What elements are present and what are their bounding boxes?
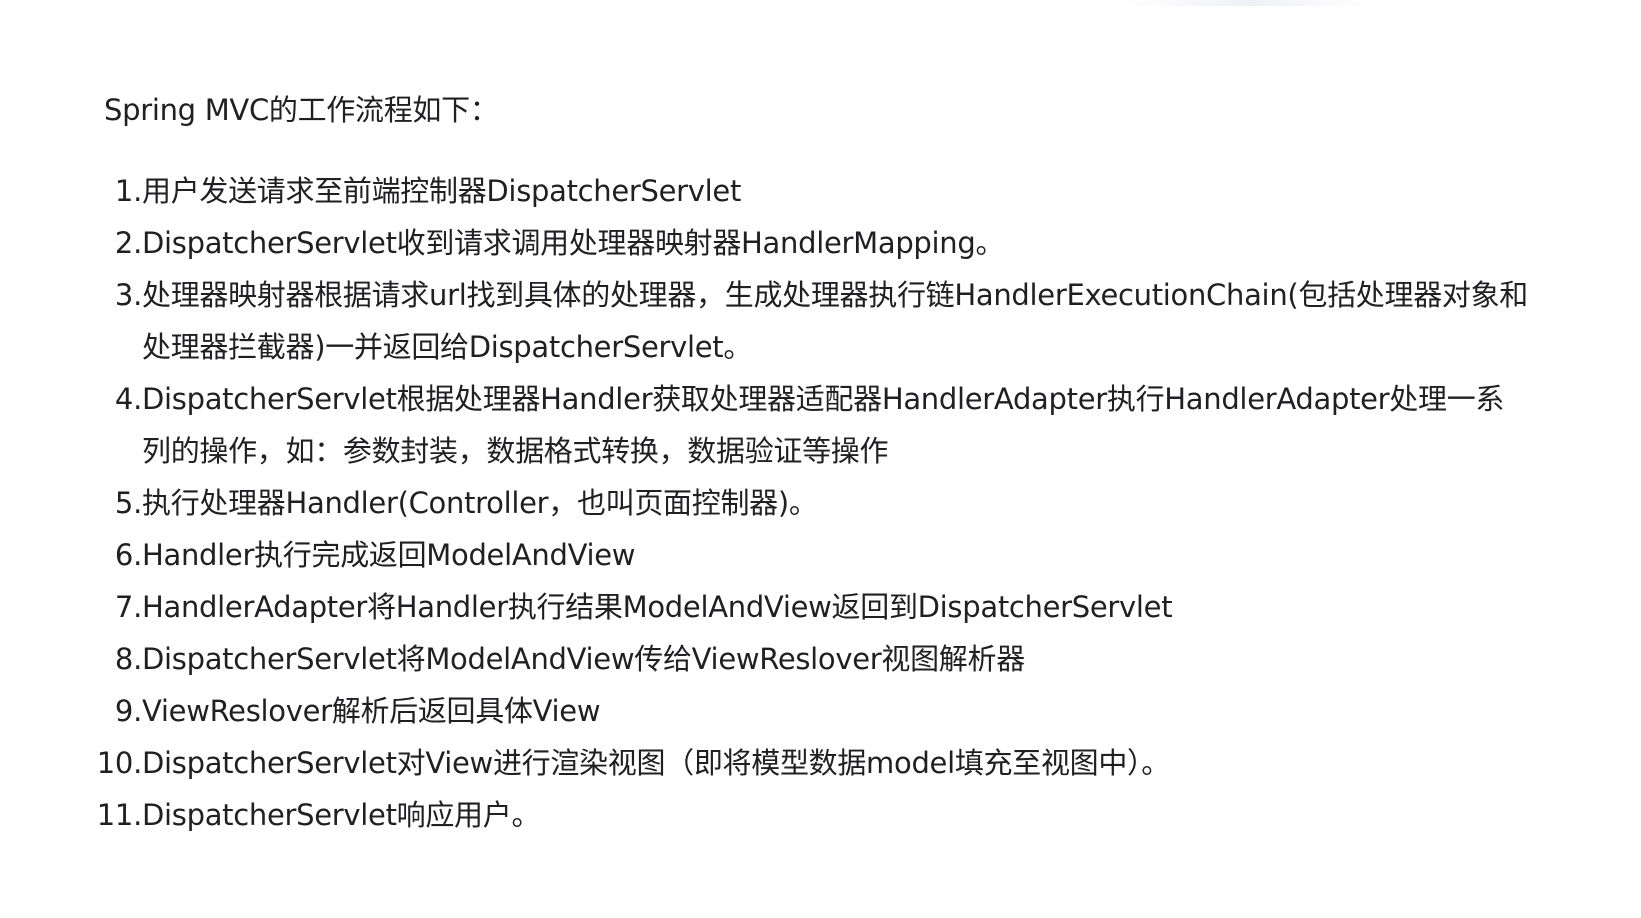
step-text: HandlerAdapter将Handler执行结果ModelAndView返回… [142,590,1173,624]
step-number: 6. [114,538,142,572]
step-text: Handler执行完成返回ModelAndView [142,538,636,572]
list-item-step-6: 6. Handler执行完成返回ModelAndView [92,529,1532,581]
step-number: 11. [96,798,143,832]
step-number: 7. [114,590,142,624]
intro-paragraph: Spring MVC的工作流程如下： [104,93,499,127]
list-item-step-10: 10. DispatcherServlet对View进行渲染视图（即将模型数据m… [92,737,1532,789]
step-text: 处理器映射器根据请求url找到具体的处理器，生成处理器执行链HandlerExe… [142,278,1529,364]
list-item-step-9: 9. ViewReslover解析后返回具体View [92,685,1532,737]
step-text: DispatcherServlet将ModelAndView传给ViewResl… [142,642,1025,676]
step-number: 4. [114,382,142,416]
list-item-step-5: 5. 执行处理器Handler(Controller，也叫页面控制器)。 [92,477,1532,529]
step-number: 8. [114,642,142,676]
step-text: DispatcherServlet收到请求调用处理器映射器HandlerMapp… [142,226,1005,260]
workflow-steps-list: 1. 用户发送请求至前端控制器DispatcherServlet 2. Disp… [92,165,1532,841]
list-item-step-2: 2. DispatcherServlet收到请求调用处理器映射器HandlerM… [92,217,1532,269]
list-item-step-8: 8. DispatcherServlet将ModelAndView传给ViewR… [92,633,1532,685]
list-item-step-1: 1. 用户发送请求至前端控制器DispatcherServlet [92,165,1532,217]
step-text: ViewReslover解析后返回具体View [142,694,601,728]
step-number: 3. [114,278,142,312]
list-item-step-3: 3. 处理器映射器根据请求url找到具体的处理器，生成处理器执行链Handler… [92,269,1532,373]
step-number: 5. [114,486,142,520]
step-text: DispatcherServlet响应用户。 [142,798,541,832]
list-item-step-7: 7. HandlerAdapter将Handler执行结果ModelAndVie… [92,581,1532,633]
step-number: 9. [114,694,142,728]
list-item-step-11: 11. DispatcherServlet响应用户。 [92,789,1532,841]
step-number: 2. [114,226,142,260]
step-number: 1. [114,174,142,208]
step-text: DispatcherServlet根据处理器Handler获取处理器适配器Han… [142,382,1505,468]
step-text: DispatcherServlet对View进行渲染视图（即将模型数据model… [142,746,1170,780]
step-text: 执行处理器Handler(Controller，也叫页面控制器)。 [142,486,818,520]
list-item-step-4: 4. DispatcherServlet根据处理器Handler获取处理器适配器… [92,373,1532,477]
step-text: 用户发送请求至前端控制器DispatcherServlet [142,174,742,208]
step-number: 10. [96,746,143,780]
top-edge-shadow [1120,0,1380,6]
